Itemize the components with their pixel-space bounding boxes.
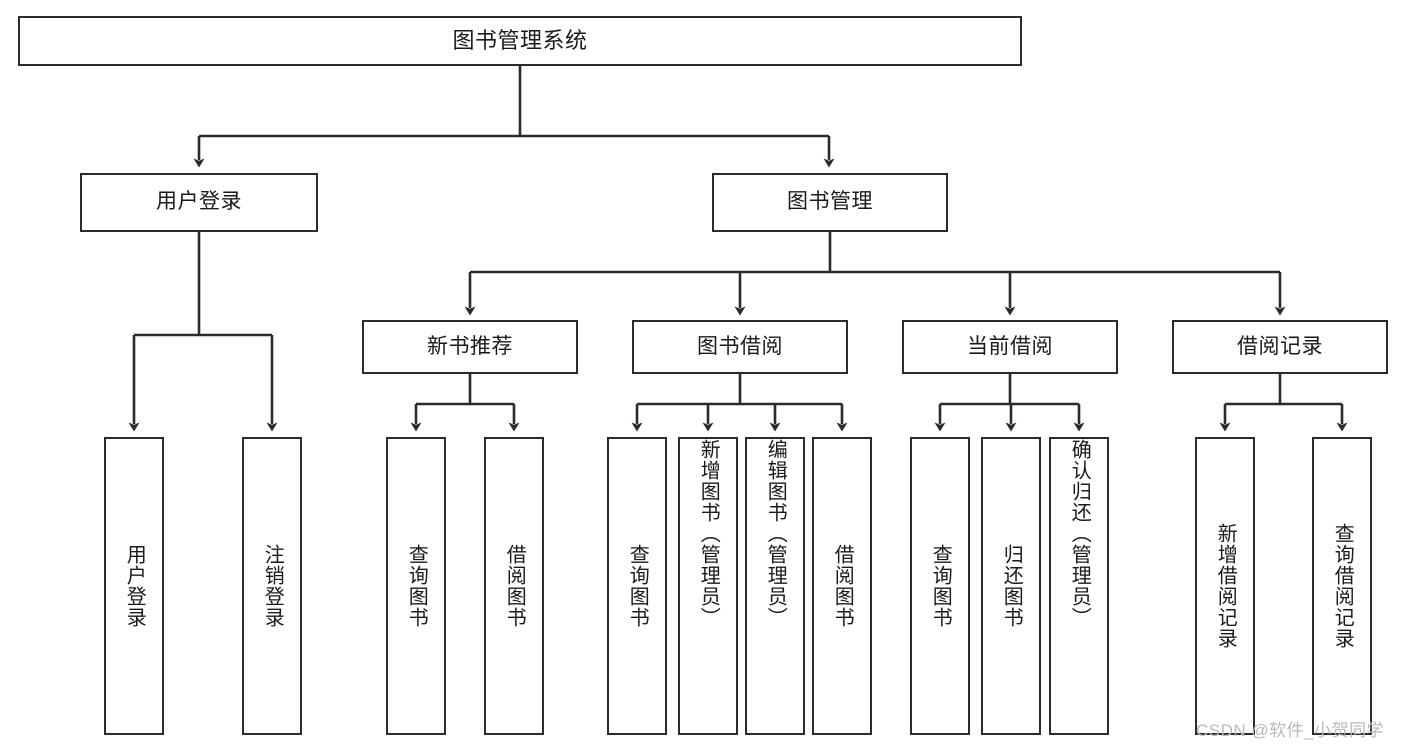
node-leaf-edit-book-label: 编辑图书（管理员）: [764, 439, 787, 628]
node-leaf-query-borrow-record-label: 查询借阅记录: [1331, 523, 1354, 649]
node-leaf-borrow-book-1[interactable]: 借阅图书: [484, 437, 544, 735]
node-leaf-confirm-return-label: 确认归还（管理员）: [1068, 439, 1091, 628]
node-book-borrow-label: 图书借阅: [697, 334, 783, 358]
node-user-login-label: 用户登录: [156, 190, 242, 214]
node-leaf-add-borrow-record[interactable]: 新增借阅记录: [1195, 437, 1255, 735]
node-current-borrow-label: 当前借阅: [967, 334, 1053, 358]
csdn-watermark: CSDN @软件_小贺同学: [1196, 721, 1385, 740]
node-new-book-recommend-label: 新书推荐: [427, 334, 513, 358]
node-leaf-query-borrow-record[interactable]: 查询借阅记录: [1312, 437, 1372, 735]
node-user-login[interactable]: 用户登录: [80, 173, 318, 232]
node-leaf-user-login-label: 用户登录: [123, 544, 146, 628]
node-leaf-query-book-1-label: 查询图书: [405, 544, 428, 628]
node-leaf-query-book-1[interactable]: 查询图书: [386, 437, 446, 735]
node-leaf-query-book-2-label: 查询图书: [626, 544, 649, 628]
node-leaf-edit-book[interactable]: 编辑图书（管理员）: [745, 437, 805, 735]
node-leaf-return-book-label: 归还图书: [1000, 544, 1023, 628]
node-root-label: 图书管理系统: [452, 28, 588, 54]
node-current-borrow[interactable]: 当前借阅: [902, 320, 1118, 374]
node-leaf-confirm-return[interactable]: 确认归还（管理员）: [1049, 437, 1109, 735]
node-new-book-recommend[interactable]: 新书推荐: [362, 320, 578, 374]
node-leaf-add-borrow-record-label: 新增借阅记录: [1214, 523, 1237, 649]
node-leaf-user-logout-label: 注销登录: [261, 544, 284, 628]
node-leaf-add-book[interactable]: 新增图书（管理员）: [678, 437, 738, 735]
node-leaf-borrow-book-2[interactable]: 借阅图书: [812, 437, 872, 735]
node-leaf-query-book-3-label: 查询图书: [929, 544, 952, 628]
node-book-borrow[interactable]: 图书借阅: [632, 320, 848, 374]
node-borrow-record-label: 借阅记录: [1237, 334, 1323, 358]
node-leaf-user-logout[interactable]: 注销登录: [242, 437, 302, 735]
node-borrow-record[interactable]: 借阅记录: [1172, 320, 1388, 374]
node-root[interactable]: 图书管理系统: [18, 16, 1022, 66]
node-leaf-borrow-book-1-label: 借阅图书: [503, 544, 526, 628]
node-leaf-user-login[interactable]: 用户登录: [104, 437, 164, 735]
node-leaf-add-book-label: 新增图书（管理员）: [697, 439, 720, 628]
node-book-manage[interactable]: 图书管理: [712, 173, 948, 232]
node-book-manage-label: 图书管理: [787, 190, 873, 214]
node-leaf-borrow-book-2-label: 借阅图书: [831, 544, 854, 628]
node-leaf-query-book-3[interactable]: 查询图书: [910, 437, 970, 735]
node-leaf-return-book[interactable]: 归还图书: [981, 437, 1041, 735]
node-leaf-query-book-2[interactable]: 查询图书: [607, 437, 667, 735]
